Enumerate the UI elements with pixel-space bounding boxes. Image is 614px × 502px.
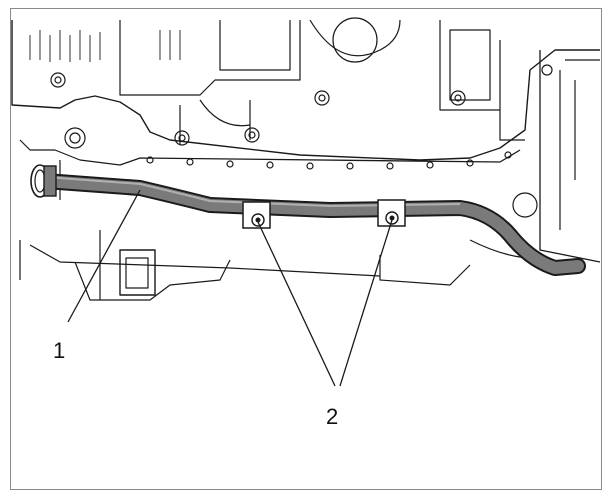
leader-line-2b xyxy=(339,219,393,387)
block-bolts xyxy=(50,72,466,149)
engine-block xyxy=(11,17,601,301)
pipe-bracket-right xyxy=(377,199,406,227)
callout-label-2: 2 xyxy=(326,404,338,429)
pipe-bracket-left xyxy=(242,201,271,229)
figure-frame xyxy=(10,8,602,490)
oil-pan-flange xyxy=(119,149,521,170)
leader-line-2a xyxy=(257,221,336,387)
callout-leaders xyxy=(67,189,393,387)
leader-line-1 xyxy=(67,189,141,323)
oil-pipe xyxy=(30,164,586,276)
callout-label-1: 1 xyxy=(53,338,65,363)
